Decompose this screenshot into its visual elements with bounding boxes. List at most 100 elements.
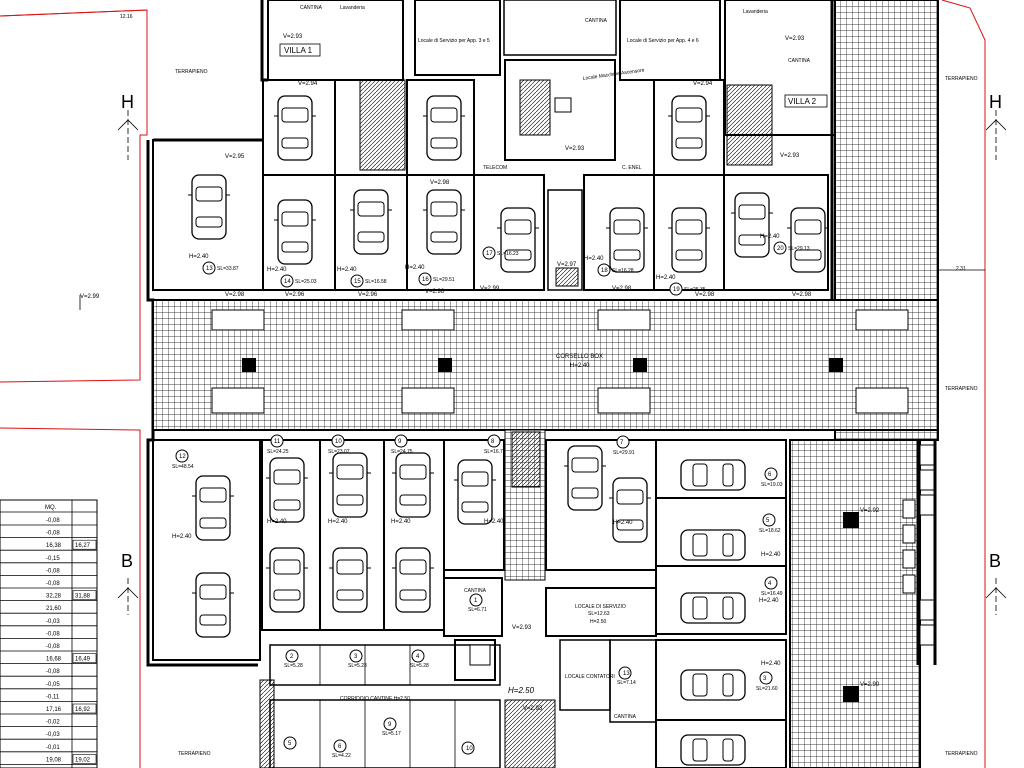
corsello-label: CORSELLO BOX: [556, 354, 603, 360]
cantina-surface: SL=4.22: [332, 753, 351, 759]
box-surface: SL=18.62: [759, 528, 781, 534]
terrapieno-label: TERRAPIENO: [175, 69, 208, 75]
table-cell-a: 16,38: [46, 543, 62, 549]
box-height: H=2.40: [172, 534, 192, 540]
locale-servizio-h: H=2.50: [590, 619, 606, 625]
svg-text:V=2.93: V=2.93: [512, 625, 532, 631]
svg-text:V=2.98: V=2.98: [612, 286, 632, 292]
table-cell-a: 21,60: [46, 606, 62, 612]
box-number-circle: [394, 434, 408, 448]
locale-contatori-label: LOCALE CONTATORI: [565, 674, 615, 680]
box-height: H=2.40: [189, 254, 209, 260]
cantina-number-circle: [333, 739, 347, 753]
box-number: 6: [768, 472, 772, 478]
table-cell-a: -0,08: [46, 631, 60, 637]
box-height: H=2.40: [656, 275, 676, 281]
box-number-circle: [331, 434, 345, 448]
box-number: 10: [335, 439, 342, 445]
corsello-height: H=2.40: [570, 363, 590, 369]
dim-top: 12.16: [120, 14, 133, 20]
table-cell-a: -0,08: [46, 568, 60, 574]
section-mark-b-left: B: [121, 551, 133, 571]
box-number-circle: [175, 449, 189, 463]
table-cell-a: -0,11: [46, 694, 60, 700]
box-number: 5: [766, 518, 770, 524]
cantina-label: CANTINA: [614, 714, 637, 720]
table-cell-a: 16,68: [46, 657, 62, 663]
cantina-number: 5: [288, 741, 292, 747]
terrapieno-label: TERRAPIENO: [945, 386, 978, 392]
cars-bottom: [191, 445, 746, 766]
cantina-label: CANTINA: [585, 18, 608, 24]
section-mark-h-right: H: [989, 92, 1002, 112]
terrapieno-label: TERRAPIENO: [178, 751, 211, 757]
cantina-number-circle: [411, 649, 425, 663]
svg-text:V=2.93: V=2.93: [785, 36, 805, 42]
box-number-circle: [280, 274, 294, 288]
box-number-circle: [616, 435, 630, 449]
corsello-box: [152, 299, 939, 431]
cantina-surface: SL=5.23: [348, 663, 367, 669]
box-height: H=2.40: [760, 234, 780, 240]
cantina-surface: SL=5.17: [382, 731, 401, 737]
box-number-circle: [759, 671, 773, 685]
box-height: H=2.40: [337, 267, 357, 273]
svg-text:V=2.93: V=2.93: [283, 34, 303, 40]
cantina-number-circle: [618, 666, 632, 680]
box-number: 9: [398, 439, 402, 445]
box-number-circle: [487, 434, 501, 448]
locale-servizio-top-right: Locale di Servizio per App. 4 e 6: [627, 38, 699, 44]
table-cell-b-box: [72, 653, 97, 663]
box-number: 7: [620, 440, 624, 446]
table-cell-a: -0,08: [46, 581, 60, 587]
box-number: 8: [491, 439, 495, 445]
table-cell-b: 16,49: [75, 657, 91, 663]
svg-text:V=2.99: V=2.99: [80, 294, 100, 300]
box-number-circle: [773, 241, 787, 255]
bottom-garage-row: [152, 431, 787, 768]
columns: [242, 358, 859, 702]
svg-text:V=2.94: V=2.94: [693, 81, 713, 87]
box-number-circle: [597, 263, 611, 277]
box-number-circle: [764, 467, 778, 481]
box-surface: SL=23.07: [328, 449, 350, 455]
table-cell-b-box: [72, 539, 97, 550]
box-number: 15: [354, 279, 361, 285]
cantina-surface: SL=5.28: [410, 663, 429, 669]
svg-text:V=2.93: V=2.93: [565, 146, 585, 152]
c-enel-label: C. ENEL: [622, 165, 642, 171]
cantina-number: 1: [474, 598, 478, 604]
terrapieno-label: TERRAPIENO: [945, 751, 978, 757]
table-cell-a: 17,16: [46, 707, 62, 713]
box-number: 20: [777, 246, 784, 252]
cantina-number-circle: [383, 717, 397, 731]
box-height: H=2.40: [759, 598, 779, 604]
cantina-number: 3: [354, 654, 358, 660]
table-cell-b-box: [72, 590, 97, 600]
cantina-number: 6: [338, 744, 342, 750]
svg-text:V=2.93: V=2.93: [780, 153, 800, 159]
svg-text:V=2.98: V=2.98: [792, 292, 812, 298]
dim-231: 2.31: [956, 266, 966, 272]
cantina-number: 9: [388, 722, 392, 728]
table-cell-a: -0,08: [46, 669, 60, 675]
cantina-number: 4: [416, 654, 420, 660]
cantina-number-circle: [349, 649, 363, 663]
table-cell-a: -0,05: [46, 682, 60, 688]
cantina-number: 10: [466, 746, 473, 752]
table-cell-a: -0,08: [46, 644, 60, 650]
box-surface: SL=29.91: [613, 450, 635, 456]
cantina-number: 2: [290, 654, 294, 660]
box-number: 11: [274, 439, 281, 445]
section-mark-h-left: H: [121, 92, 134, 112]
terrapieno-label: TERRAPIENO: [945, 76, 978, 82]
svg-text:V=2.99: V=2.99: [480, 286, 500, 292]
box-surface: SL=21.60: [756, 686, 778, 692]
box-surface: SL=29.13: [788, 246, 810, 252]
table-cell-b: 31,88: [75, 594, 91, 600]
height-250: H=2.50: [508, 686, 535, 695]
box-surface: SL=16.73: [484, 449, 506, 455]
table-cell-a: -0,01: [46, 745, 60, 751]
